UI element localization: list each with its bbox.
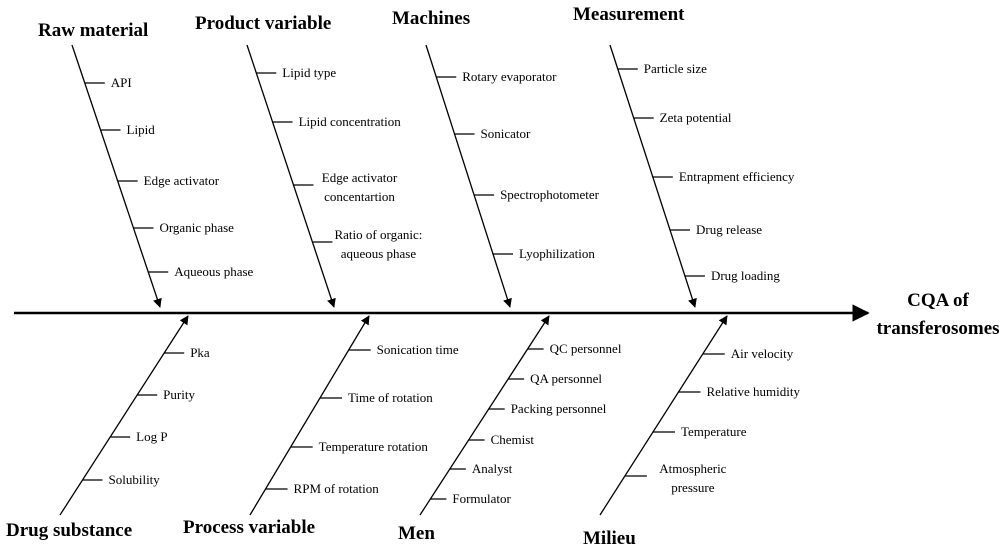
drug-substance-cause-label: Log P: [136, 429, 167, 444]
raw-material-bone: [71, 44, 162, 308]
product-variable-cause-label: Ratio of organic:: [334, 227, 422, 242]
machines-cause-label: Sonicator: [481, 126, 531, 141]
milieu-title: Milieu: [583, 528, 636, 549]
machines-cause-label: Rotary evaporator: [462, 69, 557, 84]
measurement-bone: [609, 44, 697, 308]
men-cause-label: Analyst: [472, 461, 513, 476]
milieu-bone: [599, 315, 728, 516]
men-bone: [419, 315, 550, 516]
measurement-cause-label: Entrapment efficiency: [679, 169, 795, 184]
effect-label-line1: CQA of: [907, 290, 969, 311]
measurement-cause-label: Particle size: [644, 61, 707, 76]
measurement-title: Measurement: [573, 4, 685, 25]
raw-material-cause-label: Lipid: [127, 122, 156, 137]
raw-material-title: Raw material: [38, 20, 148, 41]
machines-bone: [425, 44, 512, 308]
milieu-cause-label: Relative humidity: [706, 384, 800, 399]
product-variable-cause-label: concentartion: [324, 189, 395, 204]
drug-substance-cause-label: Solubility: [109, 472, 161, 487]
product-variable-title: Product variable: [195, 13, 331, 34]
men-cause-label: QA personnel: [530, 371, 602, 386]
drug-substance-cause-label: Purity: [163, 387, 195, 402]
men-cause-label: Chemist: [491, 432, 535, 447]
product-variable-cause-label: Lipid concentration: [299, 114, 402, 129]
product-variable-cause-label: Edge activator: [322, 170, 398, 185]
drug-substance-bone: [59, 315, 189, 516]
process-variable-title: Process variable: [183, 517, 315, 538]
milieu-cause-label: Temperature: [681, 424, 747, 439]
measurement-cause-label: Drug release: [696, 222, 762, 237]
raw-material-cause-label: API: [111, 75, 132, 90]
machines-title: Machines: [392, 8, 470, 29]
measurement-cause-label: Zeta potential: [660, 110, 732, 125]
men-cause-label: QC personnel: [550, 341, 622, 356]
men-title: Men: [398, 523, 435, 544]
men-cause-label: Formulator: [452, 491, 511, 506]
raw-material-cause-label: Edge activator: [144, 173, 220, 188]
milieu-cause-label: Atmospheric: [659, 461, 726, 476]
milieu-cause-label: pressure: [671, 480, 715, 495]
men-cause-label: Packing personnel: [511, 401, 607, 416]
process-variable-cause-label: RPM of rotation: [294, 481, 380, 496]
measurement-cause-label: Drug loading: [711, 268, 780, 283]
process-variable-cause-label: Time of rotation: [348, 390, 433, 405]
drug-substance-cause-label: Pka: [190, 345, 210, 360]
process-variable-cause-label: Temperature rotation: [319, 439, 429, 454]
product-variable-bone: [246, 44, 336, 308]
machines-cause-label: Spectrophotometer: [500, 187, 600, 202]
process-variable-cause-label: Sonication time: [377, 342, 459, 357]
product-variable-cause-label: Lipid type: [282, 65, 336, 80]
milieu-cause-label: Air velocity: [731, 346, 794, 361]
process-variable-bone: [249, 315, 370, 516]
raw-material-cause-label: Organic phase: [159, 220, 234, 235]
raw-material-cause-label: Aqueous phase: [174, 264, 253, 279]
machines-cause-label: Lyophilization: [519, 246, 595, 261]
product-variable-cause-label: aqueous phase: [341, 246, 417, 261]
drug-substance-title: Drug substance: [6, 520, 132, 541]
effect-label-line2: transferosomes: [876, 318, 999, 339]
